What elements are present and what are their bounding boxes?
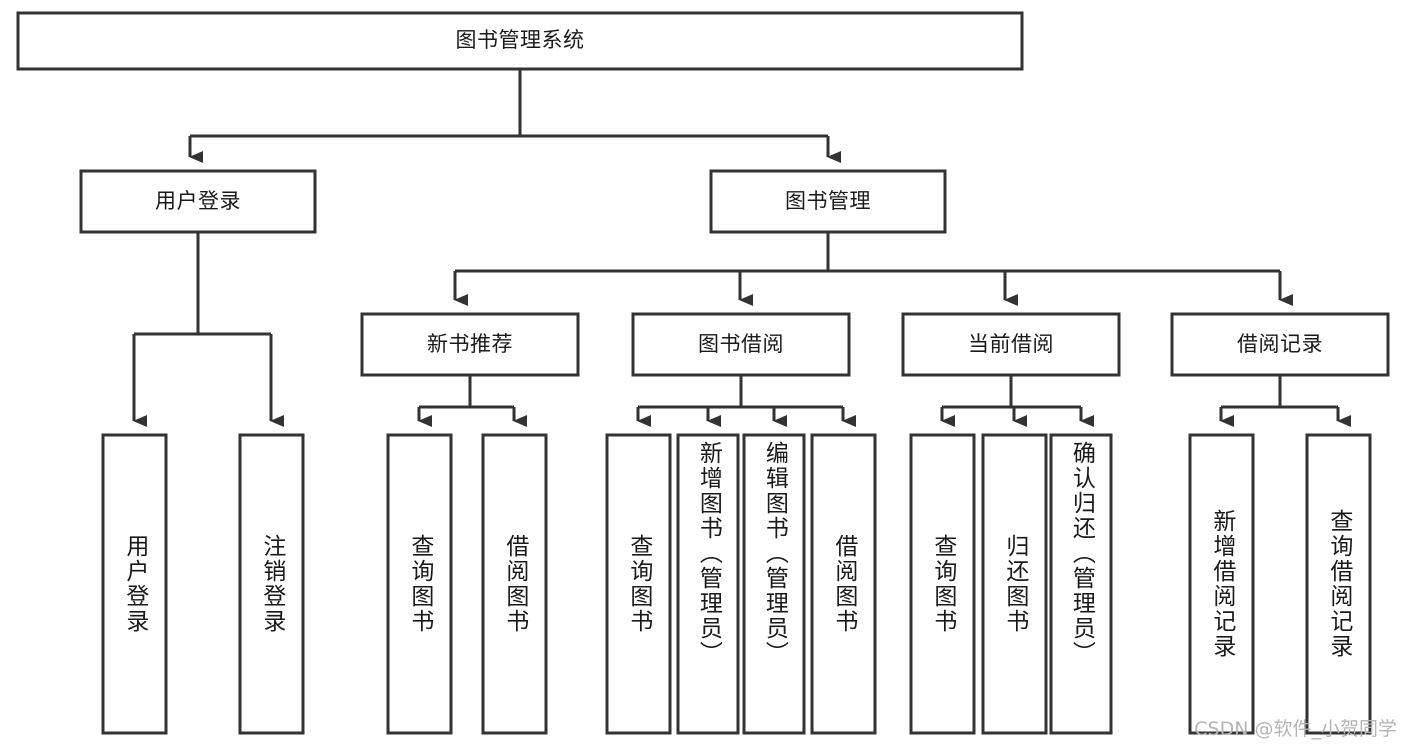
box-leaf-confirm-return[interactable] [1049,433,1113,735]
box-user-login[interactable] [79,169,317,234]
box-leaf-user-login[interactable] [101,433,168,735]
box-leaf-borrow-book-rec[interactable] [481,433,548,735]
box-leaf-query-record[interactable] [1305,433,1372,735]
box-borrow-record[interactable] [1170,312,1390,377]
box-leaf-borrow-book[interactable] [810,433,877,735]
box-leaf-query-book-borrow[interactable] [605,433,672,735]
box-leaf-return-book[interactable] [981,433,1048,735]
box-leaf-add-record[interactable] [1188,433,1255,735]
box-book-borrow[interactable] [631,312,851,377]
box-leaf-edit-book[interactable] [742,433,806,735]
connectors [132,69,1351,427]
box-root[interactable] [16,11,1024,71]
box-leaf-query-book-current[interactable] [909,433,976,735]
box-new-book-recommend[interactable] [360,312,580,377]
box-leaf-add-book[interactable] [676,433,740,735]
node-boxes [16,11,1390,735]
box-book-management[interactable] [709,169,947,234]
box-current-borrow[interactable] [901,312,1121,377]
watermark-text: CSDN @软件_小贺同学 [1194,718,1397,740]
box-leaf-logout[interactable] [238,433,305,735]
box-leaf-query-book-rec[interactable] [386,433,453,735]
